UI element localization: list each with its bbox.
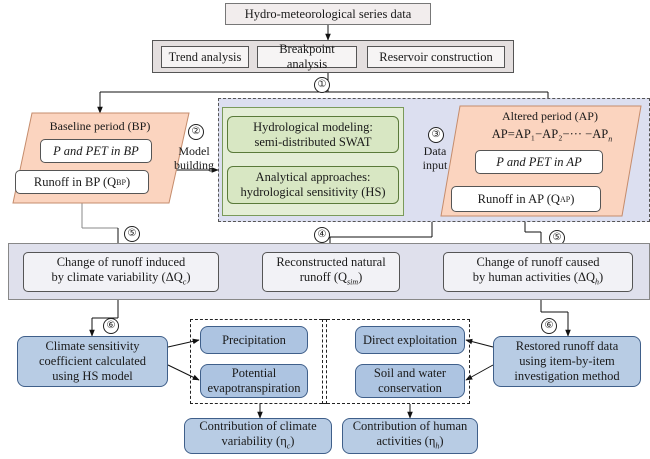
step-4-marker: ④ (314, 227, 330, 243)
step-6-left-marker: ⑥ (103, 318, 119, 334)
step-5-left-marker: ⑤ (124, 226, 140, 242)
arrow-restored-to-direct (465, 338, 494, 348)
contrib-climate-end: ) (290, 433, 295, 448)
reservoir-construction-box: Reservoir construction (367, 46, 505, 68)
baseline-p-pet-box: P and PET in BP (40, 139, 152, 163)
contrib-climate-sub: c (286, 441, 291, 451)
altered-formula-sub: n (608, 134, 613, 144)
trend-analysis-label: Trend analysis (168, 49, 242, 64)
analytical-approaches-box: Analytical approaches: hydrological sens… (227, 166, 399, 204)
change-climate-line1: Change of runoff induced (56, 254, 186, 269)
precipitation-label: Precipitation (222, 332, 286, 347)
restored-runoff-label: Restored runoff data using item-by-item … (514, 339, 620, 383)
reconstructed-line2: runoff (Q (299, 269, 348, 284)
contrib-climate-line2-wrap: variability (ηc) (222, 434, 295, 454)
altered-runoff-end: ) (570, 191, 575, 206)
baseline-p-pet-label: P and PET in BP (53, 143, 139, 158)
change-climate-sub: c (182, 277, 187, 287)
climate-coefficient-label: Climate sensitivity coefficient calculat… (39, 339, 146, 383)
reconstructed-runoff-box: Reconstructed natural runoff (Qsim) (262, 252, 400, 292)
reconstructed-end: ) (358, 269, 363, 284)
precipitation-box: Precipitation (200, 326, 308, 354)
model-building-label: Model building (173, 144, 214, 172)
restored-runoff-box: Restored runoff data using item-by-item … (493, 336, 641, 387)
reconstructed-sub: sim (347, 277, 359, 287)
change-human-line1: Change of runoff caused (476, 254, 600, 269)
trend-analysis-box: Trend analysis (161, 46, 249, 68)
baseline-runoff-end: ) (125, 174, 131, 189)
hydro-met-series-box: Hydro-meteorological series data (225, 3, 431, 25)
pet-label: Potential evapotranspiration (207, 366, 301, 395)
pet-box: Potential evapotranspiration (200, 364, 308, 398)
contribution-climate-box: Contribution of climate variability (ηc) (184, 418, 332, 454)
baseline-runoff-sub: BP (116, 177, 126, 187)
reconstructed-line1: Reconstructed natural (276, 254, 386, 269)
altered-title: Altered period (AP) (502, 109, 598, 123)
hydrological-modeling-label: Hydrological modeling: semi-distributed … (253, 119, 373, 149)
altered-runoff-label: Runoff in AP (Q (477, 191, 560, 206)
altered-p-pet-label: P and PET in AP (496, 154, 582, 169)
change-climate-box: Change of runoff induced by climate vari… (23, 252, 219, 292)
soil-water-label: Soil and water conservation (373, 366, 447, 395)
data-input-label: Data input (422, 144, 448, 172)
altered-p-pet-box: P and PET in AP (475, 150, 603, 174)
change-climate-end: ) (186, 269, 191, 284)
change-human-line2-wrap: by human activities (ΔQh) (473, 270, 603, 290)
step-1-marker: ① (314, 77, 330, 93)
hydrological-modeling-box: Hydrological modeling: semi-distributed … (227, 116, 399, 153)
altered-formula: AP=AP₁−AP₂−··· −APn (472, 127, 632, 147)
contrib-climate-line1: Contribution of climate (199, 418, 317, 433)
step-3-marker: ③ (428, 127, 444, 143)
contrib-human-end: ) (439, 433, 444, 448)
change-human-sub: h (595, 277, 600, 287)
contrib-human-line1: Contribution of human (352, 418, 468, 433)
arrow-restored-to-soil (465, 364, 494, 381)
altered-formula-text: AP=AP₁−AP₂−··· −AP (491, 127, 609, 141)
direct-exploitation-box: Direct exploitation (355, 326, 465, 354)
arrow-coef-to-pet (167, 364, 200, 381)
breakpoint-analysis-label: Breakpoint analysis (279, 42, 335, 71)
human-factors-group (322, 319, 470, 404)
contrib-human-sub: h (435, 441, 440, 451)
analytical-approaches-label: Analytical approaches: hydrological sens… (240, 170, 386, 199)
arrow-coef-to-precip (167, 338, 200, 348)
step-6-right-marker: ⑥ (541, 318, 557, 334)
breakpoint-analysis-box: Breakpoint analysis (257, 42, 357, 71)
contrib-human-line2-wrap: activities (ηh) (376, 434, 443, 454)
change-climate-line2: by climate variability (ΔQ (51, 269, 183, 284)
change-climate-line2-wrap: by climate variability (ΔQc) (52, 270, 191, 290)
change-human-line2: by human activities (ΔQ (472, 269, 596, 284)
reservoir-construction-label: Reservoir construction (379, 49, 493, 64)
change-human-end: ) (599, 269, 604, 284)
step-2-marker: ② (188, 124, 204, 140)
baseline-runoff-label: Runoff in BP (Q (33, 174, 117, 189)
climate-coefficient-box: Climate sensitivity coefficient calculat… (17, 336, 168, 387)
hydro-met-series-label: Hydro-meteorological series data (244, 6, 412, 21)
reconstructed-line2-wrap: runoff (Qsim) (300, 270, 363, 290)
change-human-box: Change of runoff caused by human activit… (443, 252, 633, 292)
baseline-title: Baseline period (BP) (49, 119, 151, 133)
analysis-panel: Trend analysis Breakpoint analysis Reser… (152, 40, 514, 73)
contrib-human-line2: activities (η (376, 433, 436, 448)
direct-exploitation-label: Direct exploitation (362, 332, 458, 347)
soil-water-box: Soil and water conservation (355, 364, 465, 398)
contribution-human-box: Contribution of human activities (ηh) (342, 418, 478, 454)
contrib-climate-line2: variability (η (221, 433, 287, 448)
altered-runoff-sub: AP (559, 194, 571, 204)
climate-factors-group (190, 319, 327, 404)
